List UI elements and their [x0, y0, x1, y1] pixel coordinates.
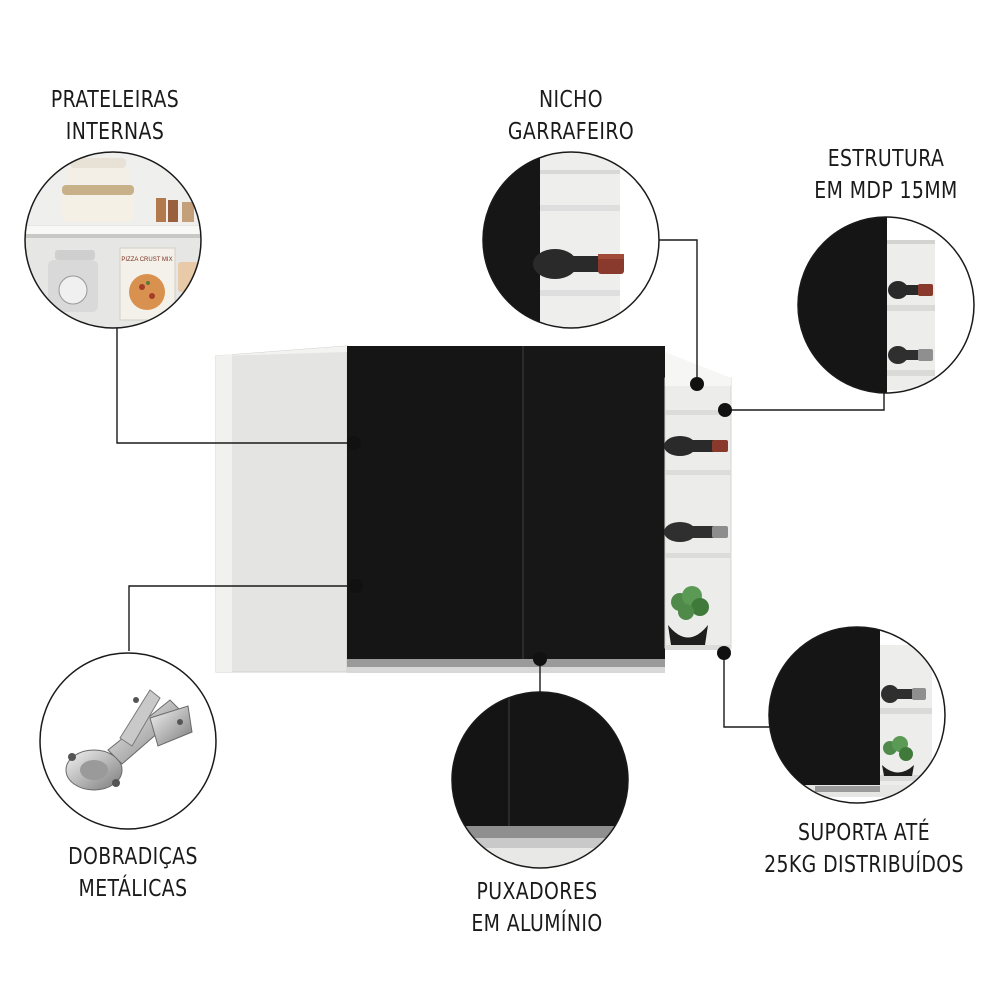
detail-load-capacity — [768, 626, 946, 804]
caption-estrutura: ESTRUTURA EM MDP 15MM — [804, 143, 968, 207]
caption-nicho-line2: GARRAFEIRO — [507, 119, 635, 145]
caption-puxadores-line1: PUXADORES — [476, 879, 598, 905]
cabinet-side-panel — [215, 345, 348, 673]
detail-shelves: PIZZA CRUST MIX — [24, 151, 202, 329]
right-door — [523, 346, 665, 664]
left-door — [347, 346, 523, 664]
caption-suporta-line2: 25KG DISTRIBUÍDOS — [764, 852, 964, 878]
caption-puxadores: PUXADORES EM ALUMÍNIO — [455, 876, 619, 940]
caption-prateleiras-line2: INTERNAS — [65, 119, 165, 145]
caption-estrutura-line2: EM MDP 15MM — [814, 178, 958, 204]
detail-wine-niche — [482, 151, 660, 329]
pizza-box-label: PIZZA CRUST MIX — [121, 257, 172, 263]
caption-nicho-line1: NICHO — [539, 87, 603, 113]
detail-hinge — [39, 652, 217, 830]
caption-dobradicas: DOBRADIÇAS METÁLICAS — [51, 841, 215, 905]
callout-lines — [116, 239, 885, 728]
detail-structure — [797, 216, 975, 394]
aluminium-handle — [347, 659, 665, 667]
caption-dobradicas-line2: METÁLICAS — [78, 876, 188, 902]
caption-dobradicas-line1: DOBRADIÇAS — [68, 844, 198, 870]
caption-nicho: NICHO GARRAFEIRO — [489, 84, 653, 148]
caption-prateleiras-line1: PRATELEIRAS — [50, 87, 180, 113]
caption-estrutura-line1: ESTRUTURA — [827, 146, 945, 172]
caption-suporta: SUPORTA ATÉ 25KG DISTRIBUÍDOS — [757, 817, 970, 881]
caption-puxadores-line2: EM ALUMÍNIO — [471, 911, 603, 937]
main-cabinet — [215, 345, 732, 673]
detail-handles — [451, 691, 629, 869]
caption-suporta-line1: SUPORTA ATÉ — [797, 820, 931, 846]
caption-prateleiras: PRATELEIRAS INTERNAS — [33, 84, 197, 148]
callout-dots — [347, 377, 732, 666]
wine-niche — [664, 352, 732, 650]
